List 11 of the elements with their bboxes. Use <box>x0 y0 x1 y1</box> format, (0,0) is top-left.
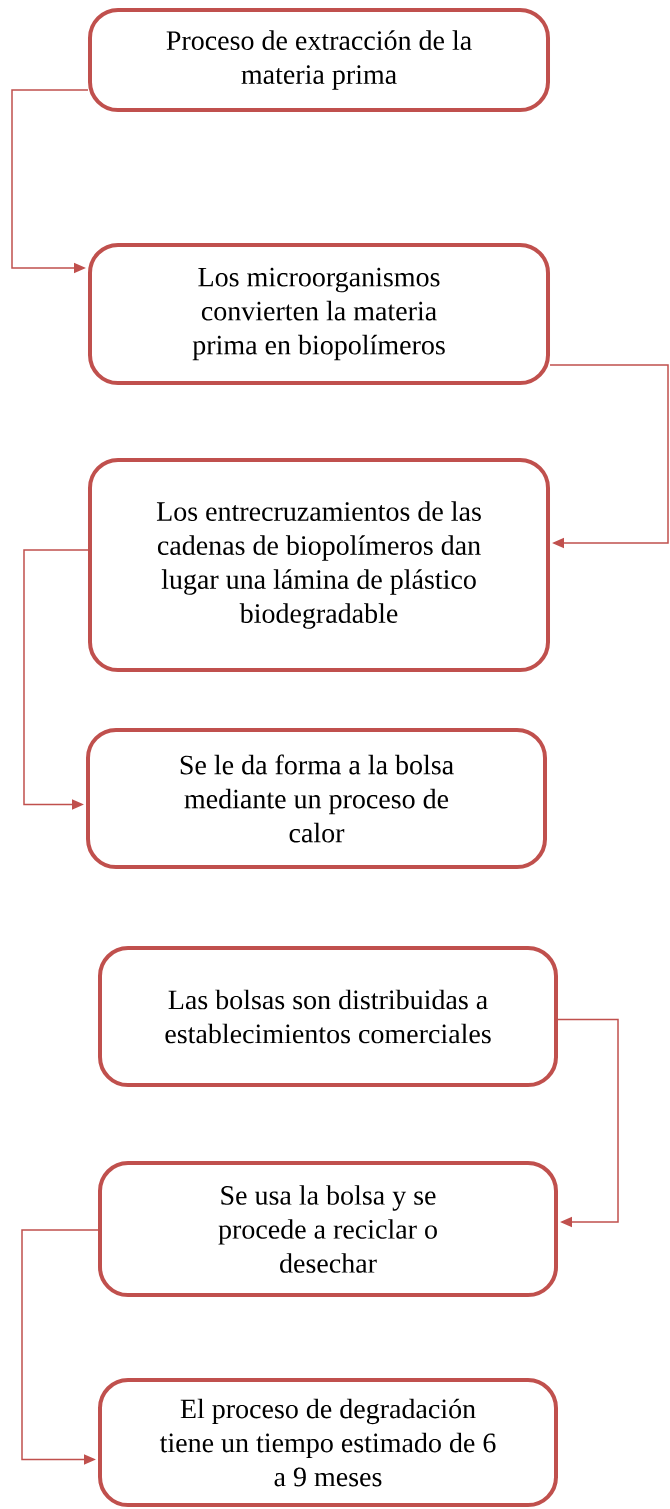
process-box: Los microorganismos convierten la materia prima en biopolímeros <box>88 243 550 385</box>
arrow <box>549 364 669 549</box>
process-box: Se usa la bolsa y se procede a reciclar o desechar <box>98 1161 558 1297</box>
process-box: El proceso de degradación tiene un tiempo estimado de 6 a 9 meses <box>98 1378 558 1507</box>
arrow <box>23 549 89 810</box>
process-box: Las bolsas son distribuidas a establecimientos comerciales <box>98 946 558 1087</box>
process-box: Proceso de extracción de la materia prima <box>88 8 550 112</box>
arrow <box>21 1229 99 1465</box>
arrow <box>557 1018 619 1228</box>
process-box: Los entrecruzamientos de las cadenas de biopolímeros dan lugar una lámina de plástico biodegradable <box>88 458 550 672</box>
process-box: Se le da forma a la bolsa mediante un proceso de calor <box>86 728 547 869</box>
